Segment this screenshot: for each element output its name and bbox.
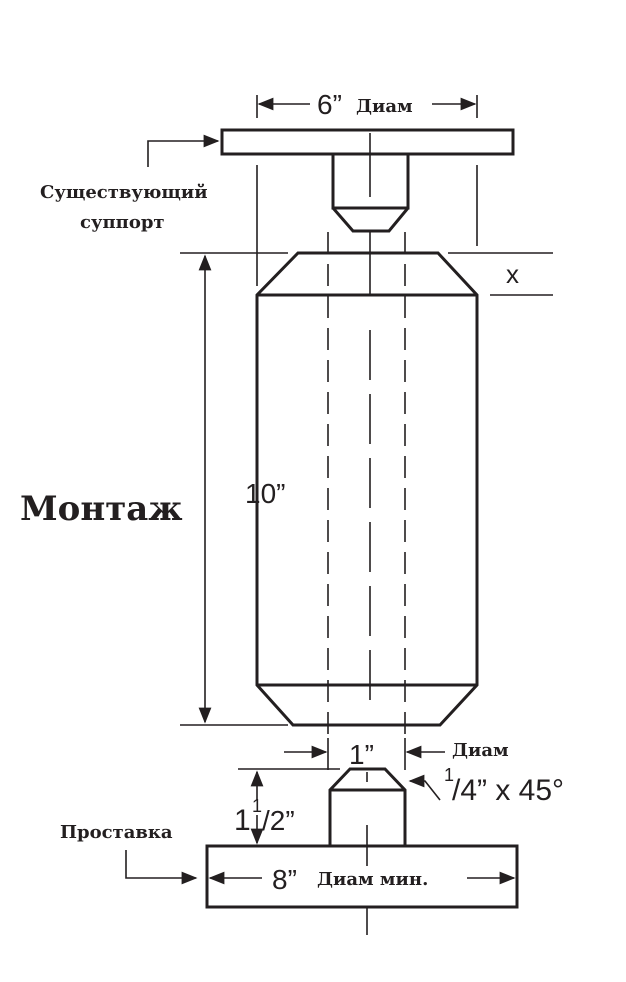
base-diameter-value: 8” (272, 864, 297, 895)
mount-label: Монтаж (20, 489, 183, 529)
pin-height-num: 1 (252, 796, 262, 816)
base-diameter-unit: Диам мин. (317, 869, 428, 890)
pin-height-whole: 1 (234, 804, 251, 837)
height-dimension: 10” Монтаж (20, 252, 288, 726)
pin-height-den: /2” (262, 805, 295, 836)
base-diameter-dimension: 8” Диам мин. (208, 864, 516, 895)
chamfer-note-rest: /4” x 45° (452, 774, 564, 807)
pin-diameter-unit: Диам (452, 740, 509, 761)
spacer-label: Проставка (60, 822, 173, 843)
top-diameter-dimension: 6” Диам (256, 89, 478, 286)
pin-height-dimension: 1 1 /2” (234, 768, 340, 845)
chamfer-note-num: 1 (444, 765, 454, 785)
chamfer-x-label: x (506, 259, 519, 289)
top-diameter-unit: Диам (356, 96, 413, 117)
height-value: 10” (245, 478, 285, 509)
spacer-callout: Проставка (60, 822, 198, 885)
support-callout: Существующий суппорт (40, 134, 220, 233)
support-label-line2: суппорт (80, 212, 165, 233)
pin-diameter-dimension: 1” Диам (284, 738, 509, 770)
existing-support (220, 128, 515, 233)
mount-body (255, 232, 479, 738)
spacer (205, 767, 519, 935)
support-label-line1: Существующий (40, 182, 208, 203)
chamfer-note: 1 /4” x 45° (408, 765, 564, 807)
top-diameter-value: 6” (317, 89, 342, 120)
pin-diameter-value: 1” (349, 739, 374, 770)
chamfer-dimension: x (448, 252, 553, 296)
